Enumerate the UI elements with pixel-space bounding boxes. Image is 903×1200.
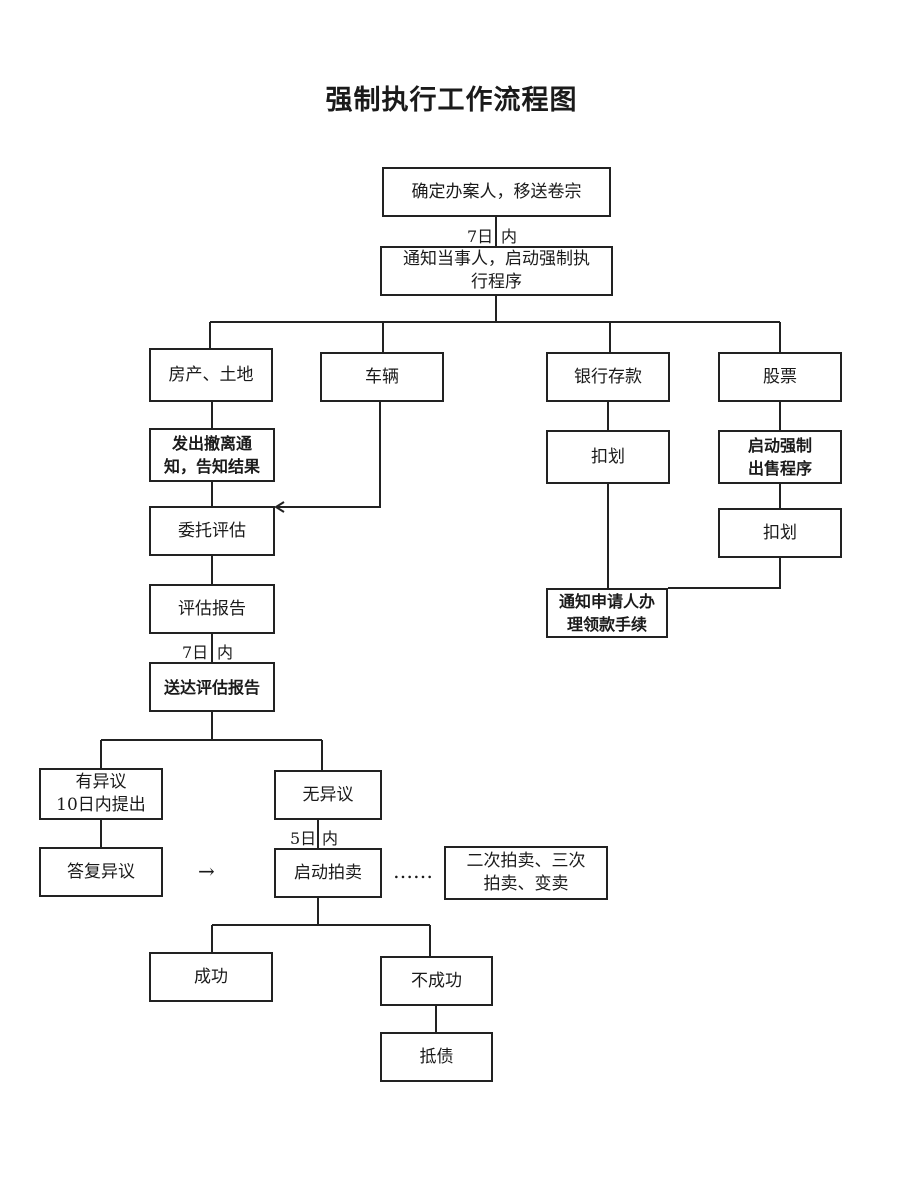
node-reauction: 二次拍卖、三次 拍卖、变卖 bbox=[444, 846, 608, 900]
connector bbox=[276, 402, 381, 508]
node-objection: 有异议 10日内提出 bbox=[39, 768, 163, 820]
node-deduct-bank: 扣划 bbox=[546, 430, 670, 484]
connector bbox=[668, 558, 781, 589]
label-in-a: 内 bbox=[501, 227, 518, 246]
node-deliver: 送达评估报告 bbox=[149, 662, 275, 712]
node-confirm: 确定办案人，移送卷宗 bbox=[382, 167, 611, 217]
node-notify: 通知当事人，启动强制执 行程序 bbox=[380, 246, 613, 296]
node-entrust: 委托评估 bbox=[149, 506, 275, 556]
node-vehicle: 车辆 bbox=[320, 352, 444, 402]
label-in-b: 内 bbox=[217, 643, 234, 662]
node-notify-applicant: 通知申请人办 理领款手续 bbox=[546, 588, 668, 638]
node-deduct-stock: 扣划 bbox=[718, 508, 842, 558]
ellipsis-glyph: …… bbox=[393, 859, 433, 883]
node-house: 房产、土地 bbox=[149, 348, 273, 402]
node-no-objection: 无异议 bbox=[274, 770, 382, 820]
label-days7-b: 7日 bbox=[182, 643, 209, 662]
arrowhead bbox=[274, 501, 285, 513]
node-auction: 启动拍卖 bbox=[274, 848, 382, 898]
node-evict: 发出撤离通 知，告知结果 bbox=[149, 428, 275, 482]
label-days5: 5日 bbox=[290, 829, 317, 848]
node-reply: 答复异议 bbox=[39, 847, 163, 897]
node-success: 成功 bbox=[149, 952, 273, 1002]
label-days7-a: 7日 bbox=[467, 227, 494, 246]
label-in-c: 内 bbox=[322, 829, 339, 848]
node-fail: 不成功 bbox=[380, 956, 493, 1006]
arrow-glyph: → bbox=[198, 859, 215, 883]
node-report: 评估报告 bbox=[149, 584, 275, 634]
diagram-title: 强制执行工作流程图 bbox=[325, 85, 578, 116]
node-forced-sale: 启动强制 出售程序 bbox=[718, 430, 842, 484]
node-stock: 股票 bbox=[718, 352, 842, 402]
node-offset: 抵债 bbox=[380, 1032, 493, 1082]
node-bank: 银行存款 bbox=[546, 352, 670, 402]
